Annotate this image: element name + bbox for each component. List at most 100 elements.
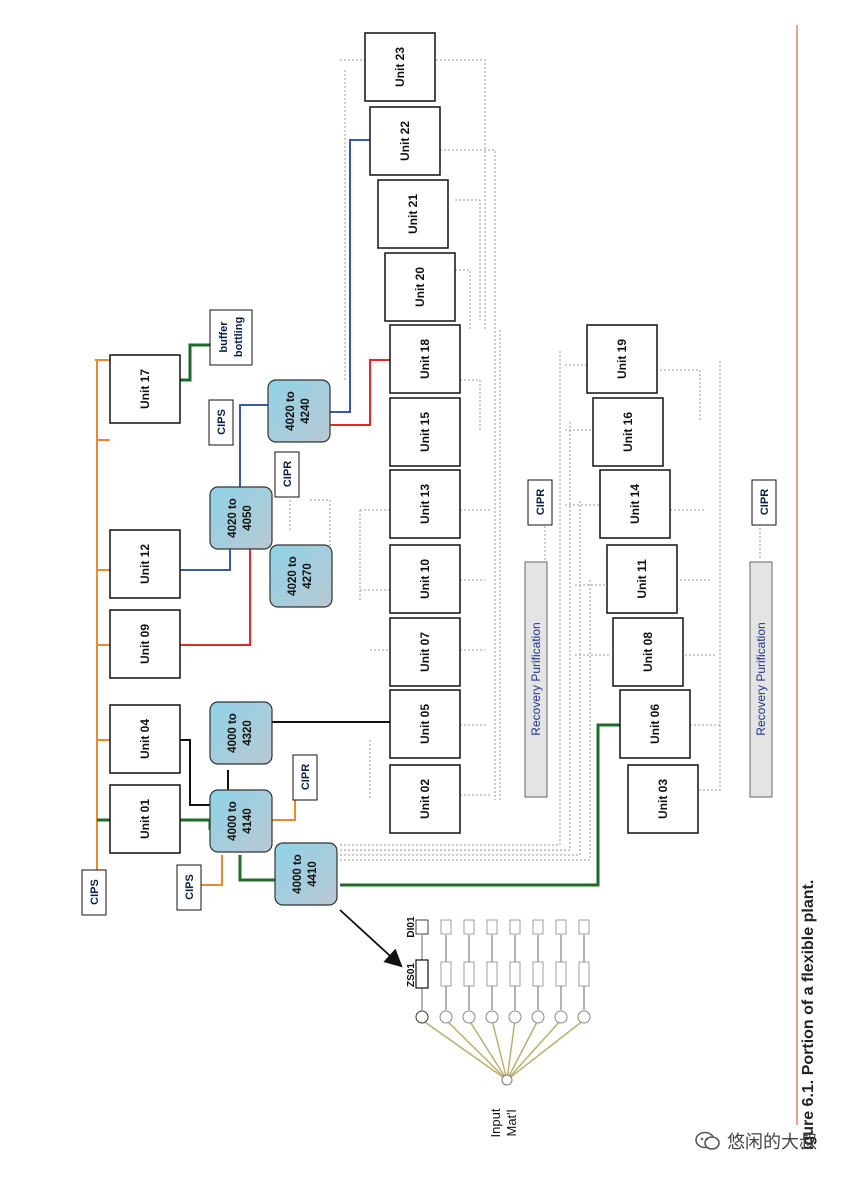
unit-04[interactable]: Unit 04: [109, 704, 181, 774]
unit-12[interactable]: Unit 12: [109, 529, 181, 599]
node-4020-4050-line1: 4020 to: [227, 498, 239, 538]
node-4020-4270-line2: 4270: [302, 563, 314, 589]
unit-08[interactable]: Unit 08: [612, 617, 684, 687]
unit-03[interactable]: Unit 03: [627, 764, 699, 834]
manifold-input-line2: Mat'l: [504, 1109, 519, 1136]
node-4000-4140-line2: 4140: [242, 808, 254, 834]
unit-15-label: Unit 15: [418, 412, 432, 452]
node-4020-4240-line1: 4020 to: [285, 391, 297, 431]
unit-13-label: Unit 13: [418, 484, 432, 524]
node-4000-4140[interactable]: 4000 to 4140: [209, 789, 273, 853]
unit-01-label: Unit 01: [138, 799, 152, 839]
node-4020-4240[interactable]: 4020 to 4240: [267, 379, 331, 443]
unit-10[interactable]: Unit 10: [389, 544, 461, 614]
detail-arrow: [339, 909, 403, 968]
unit-17-label: Unit 17: [138, 369, 152, 409]
unit-22[interactable]: Unit 22: [369, 106, 441, 176]
cipr-tag-left[interactable]: CIPR: [292, 754, 318, 801]
unit-02[interactable]: Unit 02: [389, 764, 461, 834]
node-4000-4410-line2: 4410: [307, 861, 319, 887]
buffer-bottling-line2: bottling: [233, 317, 245, 357]
unit-19[interactable]: Unit 19: [586, 324, 658, 394]
node-4000-4320[interactable]: 4000 to 4320: [209, 701, 273, 765]
cips-tag-lower[interactable]: CIPS: [176, 864, 202, 911]
unit-21-label: Unit 21: [406, 194, 420, 234]
node-4020-4270[interactable]: 4020 to 4270: [269, 544, 333, 608]
node-4000-4410[interactable]: 4000 to 4410: [274, 842, 338, 906]
unit-10-label: Unit 10: [418, 559, 432, 599]
figure-caption: igure 6.1. Portion of a flexible plant.: [800, 879, 817, 1150]
recovery-purification-bar-2-label: Recovery Purification: [754, 622, 768, 735]
unit-07-label: Unit 07: [418, 632, 432, 672]
buffer-bottling-line1: buffer: [218, 321, 230, 353]
unit-18-label: Unit 18: [418, 339, 432, 379]
unit-13[interactable]: Unit 13: [389, 469, 461, 539]
unit-07[interactable]: Unit 07: [389, 617, 461, 687]
unit-14[interactable]: Unit 14: [599, 469, 671, 539]
unit-02-label: Unit 02: [418, 779, 432, 819]
unit-04-label: Unit 04: [138, 719, 152, 759]
buffer-bottling-tag[interactable]: buffer bottling: [209, 309, 253, 366]
unit-01[interactable]: Unit 01: [109, 784, 181, 854]
unit-22-label: Unit 22: [398, 121, 412, 161]
blue-transfer-lines: [180, 139, 370, 571]
cips-tag-bottom-left[interactable]: CIPS: [81, 869, 107, 916]
node-4000-4320-line2: 4320: [242, 720, 254, 746]
unit-06[interactable]: Unit 06: [619, 689, 691, 759]
dotted-piping: [289, 59, 761, 861]
unit-16-label: Unit 16: [621, 412, 635, 452]
cips-tag-bottom-left-label: CIPS: [89, 879, 101, 905]
cipr-tag-mid[interactable]: CIPR: [274, 451, 300, 498]
cipr-tag-mid-label: CIPR: [282, 461, 294, 487]
unit-05[interactable]: Unit 05: [389, 689, 461, 759]
cipr-tag-recovery-1[interactable]: CIPR: [527, 479, 553, 526]
unit-23[interactable]: Unit 23: [364, 32, 436, 102]
recovery-purification-bar-2[interactable]: Recovery Purification: [749, 561, 773, 798]
unit-12-label: Unit 12: [138, 544, 152, 584]
cips-tag-lower-label: CIPS: [184, 874, 196, 900]
unit-09[interactable]: Unit 09: [109, 609, 181, 679]
node-4000-4140-line1: 4000 to: [227, 801, 239, 841]
unit-19-label: Unit 19: [615, 339, 629, 379]
unit-17[interactable]: Unit 17: [109, 354, 181, 424]
unit-20-label: Unit 20: [413, 267, 427, 307]
node-4000-4320-line1: 4000 to: [227, 713, 239, 753]
unit-16[interactable]: Unit 16: [592, 397, 664, 467]
unit-03-label: Unit 03: [656, 779, 670, 819]
node-4000-4410-line1: 4000 to: [292, 854, 304, 894]
cipr-tag-recovery-1-label: CIPR: [535, 489, 547, 515]
unit-11[interactable]: Unit 11: [606, 544, 678, 614]
input-manifold: ZS01 DI01 Input Mat'l: [406, 916, 591, 1137]
unit-05-label: Unit 05: [418, 704, 432, 744]
node-4020-4050[interactable]: 4020 to 4050: [209, 486, 273, 550]
unit-08-label: Unit 08: [641, 632, 655, 672]
watermark: 悠闲的大叔: [695, 1128, 817, 1154]
chat-bubble-icon: [695, 1131, 720, 1150]
unit-20[interactable]: Unit 20: [384, 252, 456, 322]
node-4020-4270-line1: 4020 to: [287, 556, 299, 596]
red-transfer-lines: [180, 359, 390, 646]
unit-18[interactable]: Unit 18: [389, 324, 461, 394]
recovery-purification-bar-1[interactable]: Recovery Purification: [524, 561, 548, 798]
manifold-di-label: DI01: [406, 916, 417, 938]
manifold-input-line1: Input: [488, 1108, 503, 1137]
unit-21[interactable]: Unit 21: [377, 179, 449, 249]
unit-11-label: Unit 11: [635, 559, 649, 599]
cipr-tag-left-label: CIPR: [300, 764, 312, 790]
unit-09-label: Unit 09: [138, 624, 152, 664]
cips-tag-upper[interactable]: CIPS: [208, 399, 234, 446]
recovery-purification-bar-1-label: Recovery Purification: [529, 622, 543, 735]
unit-14-label: Unit 14: [628, 484, 642, 524]
watermark-text: 悠闲的大叔: [727, 1132, 817, 1153]
node-4020-4240-line2: 4240: [300, 398, 312, 424]
manifold-zs-label: ZS01: [406, 963, 417, 987]
node-4020-4050-line2: 4050: [242, 505, 254, 531]
unit-23-label: Unit 23: [393, 47, 407, 87]
cips-tag-upper-label: CIPS: [216, 409, 228, 435]
black-transfer-lines: [180, 721, 390, 806]
cipr-tag-recovery-2[interactable]: CIPR: [751, 479, 777, 526]
unit-15[interactable]: Unit 15: [389, 397, 461, 467]
cipr-tag-recovery-2-label: CIPR: [759, 489, 771, 515]
unit-06-label: Unit 06: [648, 704, 662, 744]
